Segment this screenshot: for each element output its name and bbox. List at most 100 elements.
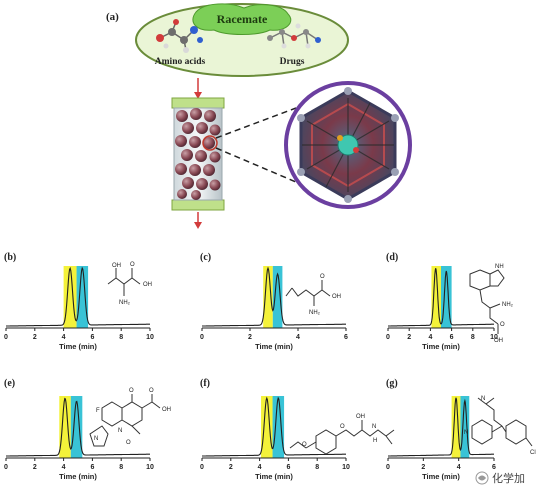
chromatogram-trace bbox=[202, 396, 346, 457]
enantiomer-1-band bbox=[59, 396, 71, 458]
x-tick-label: 6 bbox=[90, 464, 94, 471]
enantiomer-2-band bbox=[76, 266, 89, 328]
x-axis-label: Time (min) bbox=[422, 472, 460, 481]
x-tick-label: 0 bbox=[4, 334, 8, 341]
mol-f-o1: O bbox=[302, 442, 307, 448]
mol-d-nh2: NH₂ bbox=[502, 302, 514, 308]
racemate-title-banner bbox=[192, 3, 292, 35]
outlet-arrow-icon bbox=[194, 212, 202, 229]
mol-f-n: N bbox=[372, 424, 376, 430]
x-tick-label: 4 bbox=[296, 334, 300, 341]
chromatogram-trace bbox=[6, 266, 150, 327]
enantiomer-2-band bbox=[441, 266, 452, 328]
molecule-d bbox=[469, 269, 505, 334]
molecule-f bbox=[289, 420, 395, 455]
x-tick-label: 8 bbox=[119, 464, 123, 471]
zoom-source-circle bbox=[202, 135, 218, 151]
drugs-caption: Drugs bbox=[280, 57, 305, 67]
x-tick-label: 6 bbox=[344, 334, 348, 341]
enantiomer-2-band bbox=[460, 396, 470, 458]
mol-e-n2: N bbox=[94, 436, 98, 442]
x-tick-label: 4 bbox=[428, 334, 432, 341]
x-tick-label: 4 bbox=[62, 334, 66, 341]
mol-c-o: O bbox=[320, 274, 325, 280]
x-tick-label: 2 bbox=[33, 334, 37, 341]
panel-a: (a) Racemate Amino acids bbox=[106, 3, 412, 229]
hplc-column bbox=[171, 97, 225, 211]
amino-acid-molecule-icon bbox=[156, 19, 203, 53]
mol-c-nh2: NH₂ bbox=[309, 310, 321, 316]
zoom-line-top bbox=[215, 107, 297, 139]
panel-label: (b) bbox=[4, 252, 16, 263]
enantiomer-2-band bbox=[70, 396, 83, 458]
mol-g-cl: Cl bbox=[530, 450, 536, 456]
enantiomer-1-band bbox=[263, 266, 273, 328]
mol-e-n1: N bbox=[118, 428, 122, 434]
mol-e-f: F bbox=[96, 408, 100, 414]
x-tick-label: 0 bbox=[386, 334, 390, 341]
chromatogram-trace bbox=[388, 268, 494, 327]
watermark-text: 化学加 bbox=[492, 471, 525, 485]
amino-acids-caption: Amino acids bbox=[155, 57, 206, 67]
x-tick-label: 6 bbox=[286, 464, 290, 471]
enantiomer-2-band bbox=[272, 266, 283, 328]
x-tick-label: 2 bbox=[407, 334, 411, 341]
x-tick-label: 6 bbox=[90, 334, 94, 341]
x-axis-label: Time (min) bbox=[422, 342, 460, 351]
mol-b-o: O bbox=[130, 262, 135, 268]
panel-label: (d) bbox=[386, 252, 398, 263]
mol-e-o1: O bbox=[129, 388, 134, 394]
column-packing-beads bbox=[175, 108, 221, 200]
mol-b-oh-top: OH bbox=[112, 263, 121, 269]
mol-f-oh: OH bbox=[356, 414, 365, 420]
mol-b-oh-right: OH bbox=[143, 282, 152, 288]
x-tick-label: 6 bbox=[450, 334, 454, 341]
x-tick-label: 0 bbox=[4, 464, 8, 471]
mol-e-oh: OH bbox=[162, 407, 171, 413]
mol-d-o: O bbox=[500, 322, 505, 328]
x-tick-label: 0 bbox=[386, 464, 390, 471]
x-axis-label: Time (min) bbox=[59, 342, 97, 351]
panel-label: (f) bbox=[200, 378, 210, 389]
mol-e-o3: O bbox=[126, 440, 131, 446]
x-axis-label: Time (min) bbox=[255, 342, 293, 351]
mof-pore-zoom bbox=[284, 81, 412, 209]
x-tick-label: 6 bbox=[492, 464, 496, 471]
zoom-line-bottom bbox=[215, 147, 297, 183]
inlet-arrow-icon bbox=[194, 78, 202, 99]
chromatogram-trace bbox=[388, 397, 494, 457]
enantiomer-2-band bbox=[272, 396, 285, 458]
mol-b-nh2: NH₂ bbox=[119, 300, 131, 306]
enantiomer-1-band bbox=[63, 266, 77, 328]
molecule-c bbox=[285, 280, 331, 306]
x-tick-label: 4 bbox=[62, 464, 66, 471]
mol-d-nh: NH bbox=[495, 264, 504, 270]
chromatogram-trace bbox=[202, 266, 346, 327]
racemate-title: Racemate bbox=[217, 12, 268, 26]
chromatogram-trace bbox=[6, 397, 150, 457]
x-axis-label: Time (min) bbox=[255, 472, 293, 481]
molecule-b bbox=[107, 268, 141, 296]
enantiomer-1-band bbox=[451, 396, 461, 458]
enantiomer-1-band bbox=[431, 266, 441, 328]
mol-g-n-amine: N bbox=[481, 396, 485, 402]
x-tick-label: 10 bbox=[146, 334, 154, 341]
x-tick-label: 0 bbox=[200, 334, 204, 341]
mol-e-o2: O bbox=[149, 388, 154, 394]
panel-label: (g) bbox=[386, 378, 398, 389]
x-tick-label: 8 bbox=[471, 334, 475, 341]
x-tick-label: 10 bbox=[490, 334, 498, 341]
enantiomer-1-band bbox=[261, 396, 273, 458]
mol-f-o2: O bbox=[340, 424, 345, 430]
x-tick-label: 2 bbox=[421, 464, 425, 471]
x-axis-label: Time (min) bbox=[59, 472, 97, 481]
molecule-e bbox=[89, 394, 161, 447]
